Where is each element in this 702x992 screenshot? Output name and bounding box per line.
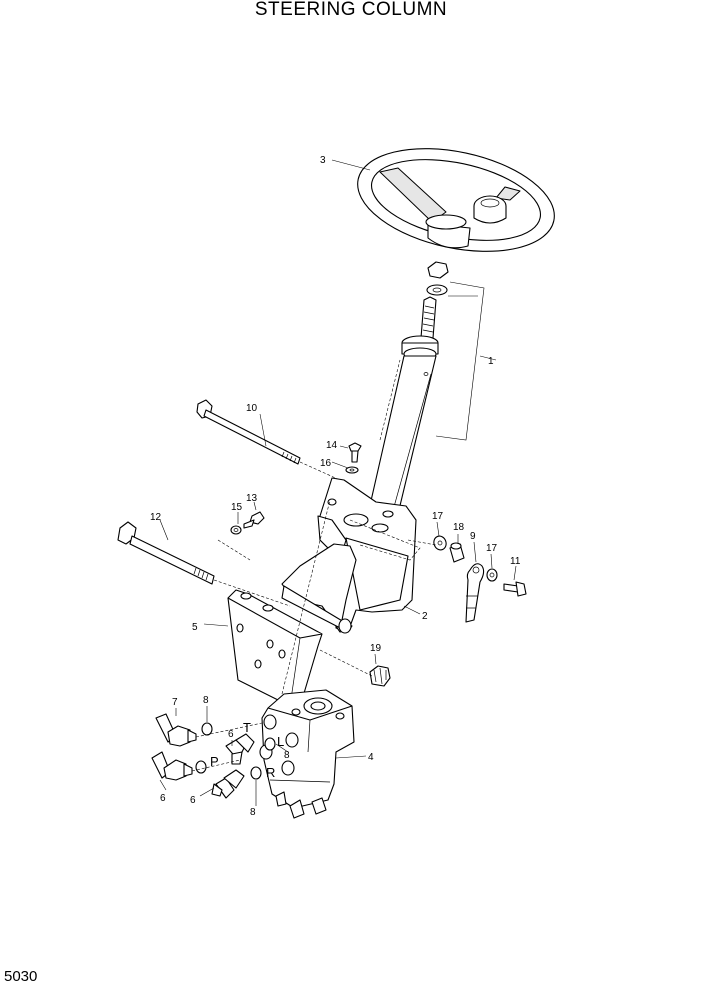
mounting-plate bbox=[227, 589, 323, 707]
callout-4: 4 bbox=[368, 752, 374, 763]
callout-1: 1 bbox=[488, 356, 494, 367]
long-bolt-12 bbox=[117, 521, 291, 607]
port-label-P: P bbox=[210, 754, 219, 769]
fitting-6-top bbox=[225, 733, 255, 765]
callout-19: 19 bbox=[370, 643, 382, 654]
callout-8-upper: 8 bbox=[203, 695, 209, 706]
mounting-bracket bbox=[281, 477, 421, 634]
callout-7: 7 bbox=[172, 697, 178, 708]
port-label-T: T bbox=[243, 720, 251, 735]
bolt-14-washer-16 bbox=[345, 442, 362, 474]
callout-13: 13 bbox=[246, 493, 258, 504]
callout-8-right: 8 bbox=[284, 750, 290, 761]
castle-nut bbox=[319, 649, 391, 687]
steering-column bbox=[367, 261, 449, 515]
steering-unit bbox=[259, 689, 355, 819]
o-rings bbox=[195, 722, 276, 780]
callout-17-upper: 17 bbox=[432, 511, 444, 522]
fitting-6-left bbox=[151, 751, 193, 781]
diagram-title: STEERING COLUMN bbox=[254, 0, 448, 20]
fitting-6-bottom bbox=[211, 769, 245, 799]
callout-14: 14 bbox=[326, 440, 338, 451]
callout-6-top: 6 bbox=[228, 729, 234, 740]
link-rod-assembly bbox=[407, 535, 527, 623]
fitting-7 bbox=[155, 713, 197, 747]
port-label-R: R bbox=[266, 765, 275, 780]
callout-15: 15 bbox=[231, 502, 243, 513]
callout-11: 11 bbox=[510, 556, 521, 567]
port-label-L: L bbox=[277, 734, 284, 749]
long-bolt-10 bbox=[196, 399, 341, 481]
callout-3: 3 bbox=[320, 155, 326, 166]
callout-10: 10 bbox=[246, 403, 258, 414]
callout-8-lower: 8 bbox=[250, 807, 256, 818]
callout-12: 12 bbox=[150, 512, 162, 523]
callout-6-bottom: 6 bbox=[190, 795, 196, 806]
callout-17-lower: 17 bbox=[486, 543, 498, 554]
callout-6-left: 6 bbox=[160, 793, 166, 804]
callout-5: 5 bbox=[192, 622, 198, 633]
callout-2: 2 bbox=[422, 611, 428, 622]
callout-18: 18 bbox=[453, 522, 465, 533]
callout-9: 9 bbox=[470, 531, 476, 542]
page-number: 5030 bbox=[4, 968, 38, 985]
bolt-13-nut-15 bbox=[217, 511, 265, 561]
callout-16: 16 bbox=[320, 458, 332, 469]
steering-wheel bbox=[357, 148, 555, 252]
